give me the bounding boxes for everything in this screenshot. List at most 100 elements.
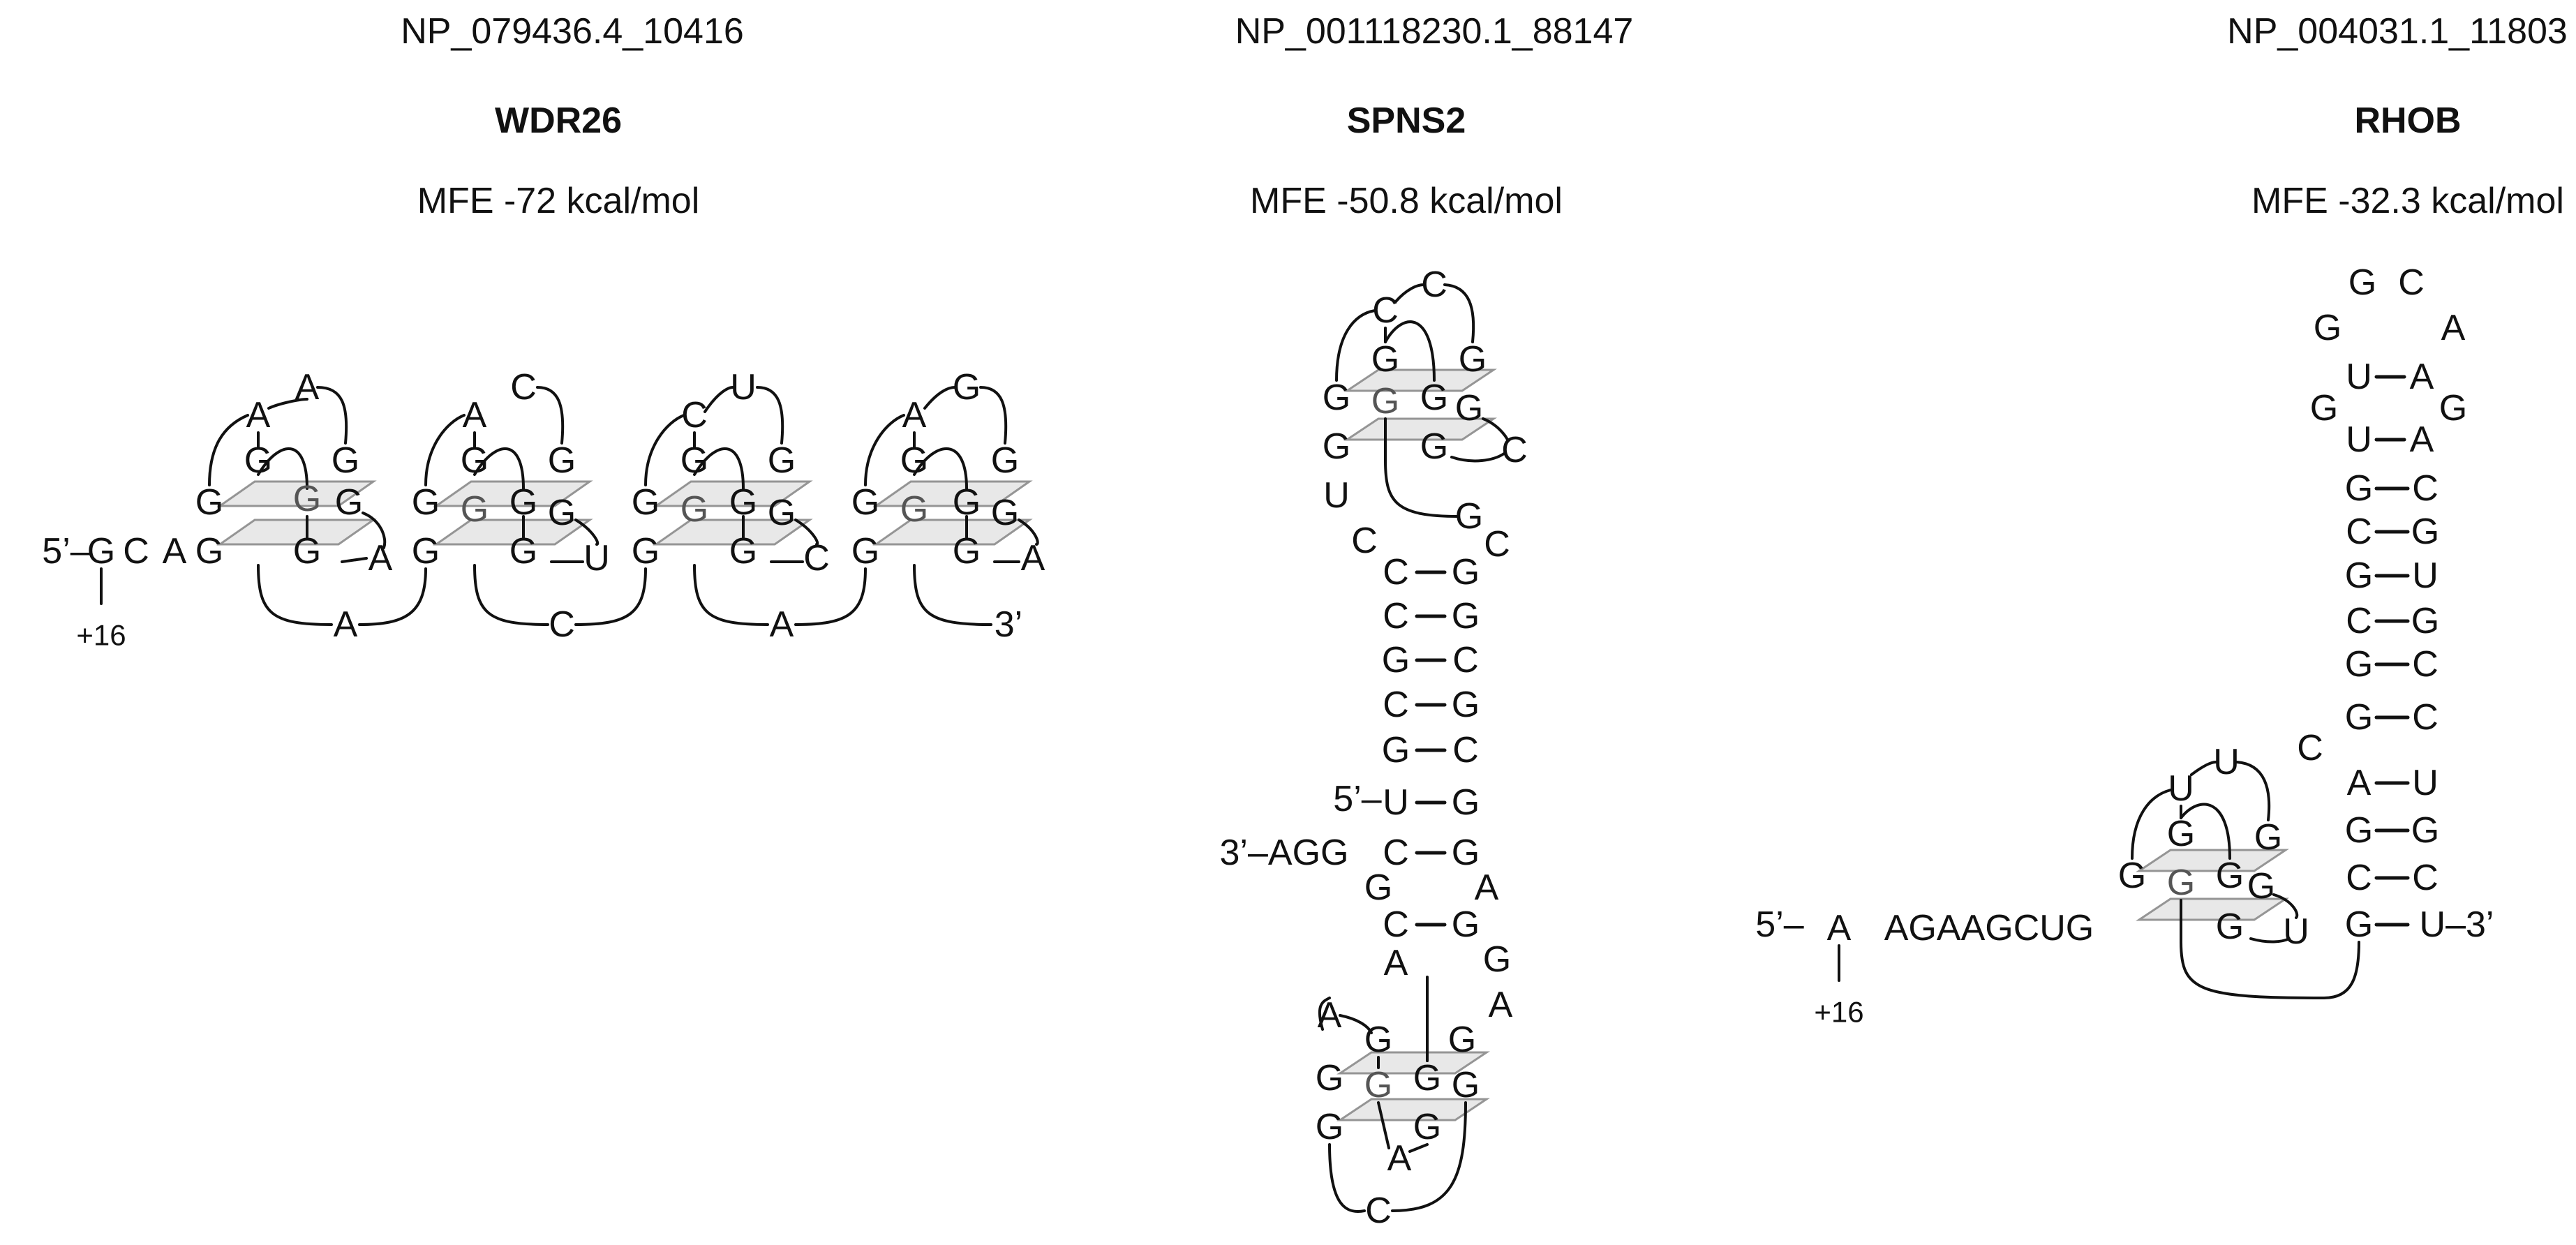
g-quartet-plane bbox=[872, 519, 1033, 546]
nucleotide: G bbox=[632, 482, 660, 523]
nucleotide: G bbox=[1420, 378, 1448, 418]
nucleotide: G bbox=[412, 482, 440, 523]
quartet-guanine: G bbox=[1371, 381, 1399, 422]
nucleotide: C bbox=[510, 367, 537, 408]
nucleotide: G bbox=[2345, 810, 2373, 851]
nucleotide: C bbox=[681, 395, 708, 435]
nucleotide: C bbox=[2346, 512, 2372, 552]
nucleotide: G bbox=[1316, 1107, 1343, 1147]
g-quartet-plane bbox=[433, 519, 593, 546]
nucleotide: G bbox=[900, 440, 928, 481]
nucleotide: C bbox=[1351, 521, 1378, 561]
quartet-guanine: G bbox=[293, 479, 321, 519]
nucleotide: G bbox=[1371, 339, 1399, 380]
g-quartet-plane bbox=[433, 480, 593, 507]
nucleotide: G bbox=[2411, 512, 2439, 552]
nucleotide: U bbox=[2346, 419, 2372, 460]
nucleotide: G bbox=[2310, 388, 2338, 428]
nucleotide: G bbox=[1452, 685, 1480, 725]
nucleotide: G bbox=[768, 493, 796, 533]
nucleotide: G bbox=[293, 531, 321, 572]
spns2-structure-lines bbox=[1318, 283, 1509, 1213]
nucleotide: U bbox=[2213, 742, 2240, 782]
nucleotide: 5’– bbox=[1755, 904, 1803, 945]
g-quartet-plane bbox=[216, 480, 377, 507]
nucleotide: G bbox=[548, 440, 576, 481]
nucleotide: 5’– bbox=[42, 531, 90, 572]
nucleotide: G bbox=[729, 531, 757, 572]
nucleotide: C bbox=[1383, 552, 1409, 592]
mfe-label: MFE -50.8 kcal/mol bbox=[1250, 181, 1563, 221]
nucleotide: G bbox=[953, 531, 981, 572]
nucleotide: G bbox=[332, 440, 359, 481]
nucleotide: G bbox=[1448, 1020, 1476, 1060]
nucleotide: G bbox=[1316, 1058, 1343, 1098]
quartet-guanine: G bbox=[900, 489, 928, 530]
nucleotide: C bbox=[2412, 858, 2439, 898]
nucleotide: G bbox=[195, 531, 223, 572]
g-quartet-plane bbox=[653, 480, 813, 507]
nucleotide: A bbox=[770, 604, 794, 645]
nucleotide: G bbox=[1452, 833, 1480, 873]
nucleotide: A bbox=[2347, 763, 2372, 803]
nucleotide: G bbox=[1452, 904, 1480, 945]
nucleotide: G bbox=[1413, 1058, 1441, 1098]
nucleotide: G bbox=[2439, 388, 2467, 428]
nucleotide: U bbox=[1323, 475, 1350, 516]
nucleotide: G bbox=[991, 493, 1019, 533]
nucleotide: G bbox=[2345, 697, 2373, 738]
nucleotide: G bbox=[335, 482, 363, 523]
position-label: +16 bbox=[76, 619, 126, 652]
wdr26-structure-lines bbox=[100, 386, 1039, 626]
nucleotide: U bbox=[2346, 357, 2372, 397]
nucleotide: G bbox=[2345, 556, 2373, 596]
nucleotide: AGAAGCUG bbox=[1884, 908, 2094, 948]
nucleotide: A bbox=[1489, 985, 1513, 1025]
nucleotide: G bbox=[1452, 1065, 1480, 1105]
nucleotide: G bbox=[1364, 867, 1392, 908]
nucleotide: G bbox=[1455, 388, 1483, 428]
gene-name: WDR26 bbox=[495, 100, 622, 141]
nucleotide: C bbox=[2297, 728, 2323, 768]
nucleotide: A bbox=[902, 395, 927, 435]
nucleotide: G bbox=[2314, 308, 2342, 348]
nucleotide: G bbox=[953, 482, 981, 523]
nucleotide: G bbox=[2345, 904, 2373, 945]
nucleotide: C bbox=[1452, 640, 1479, 680]
nucleotide: G bbox=[2411, 810, 2439, 851]
nucleotide: C bbox=[2346, 858, 2372, 898]
nucleotide: G bbox=[2167, 814, 2195, 854]
nucleotide: G bbox=[1483, 939, 1511, 980]
nucleotide: G bbox=[412, 531, 440, 572]
nucleotide: G bbox=[2411, 601, 2439, 641]
nucleotide: G bbox=[632, 531, 660, 572]
nucleotide: A bbox=[1318, 995, 1342, 1036]
nucleotide: 3’–AGG bbox=[1220, 833, 1349, 873]
quartet-guanine: G bbox=[1364, 1065, 1392, 1105]
nucleotide: G bbox=[1364, 1020, 1392, 1060]
nucleotide: G bbox=[1382, 640, 1410, 680]
nucleotide: G bbox=[1323, 426, 1350, 467]
nucleotide: A bbox=[1021, 538, 1045, 579]
nucleotide: A bbox=[1475, 867, 1499, 908]
nucleotide: G bbox=[2216, 907, 2244, 947]
nucleotide: G bbox=[729, 482, 757, 523]
nucleotide: U bbox=[2168, 768, 2194, 809]
quartet-guanine: G bbox=[2167, 863, 2195, 903]
quartet-guanine: G bbox=[461, 489, 489, 530]
nucleotide: C bbox=[1383, 904, 1409, 945]
g-quartet-plane bbox=[1343, 368, 1497, 392]
nucleotide: G bbox=[509, 531, 537, 572]
nucleotide: U bbox=[583, 538, 610, 579]
nucleotide: G bbox=[1452, 552, 1480, 592]
nucleotide: G bbox=[1455, 496, 1483, 537]
nucleotide: G bbox=[1452, 782, 1480, 823]
nucleotide: A bbox=[368, 538, 393, 579]
accession-label: NP_001118230.1_88147 bbox=[1235, 11, 1634, 52]
gene-name: RHOB bbox=[2354, 100, 2461, 141]
g-quartet-plane bbox=[1343, 417, 1497, 441]
nucleotide: A bbox=[295, 367, 320, 408]
nucleotide: G bbox=[2345, 468, 2373, 509]
nucleotide: G bbox=[548, 493, 576, 533]
